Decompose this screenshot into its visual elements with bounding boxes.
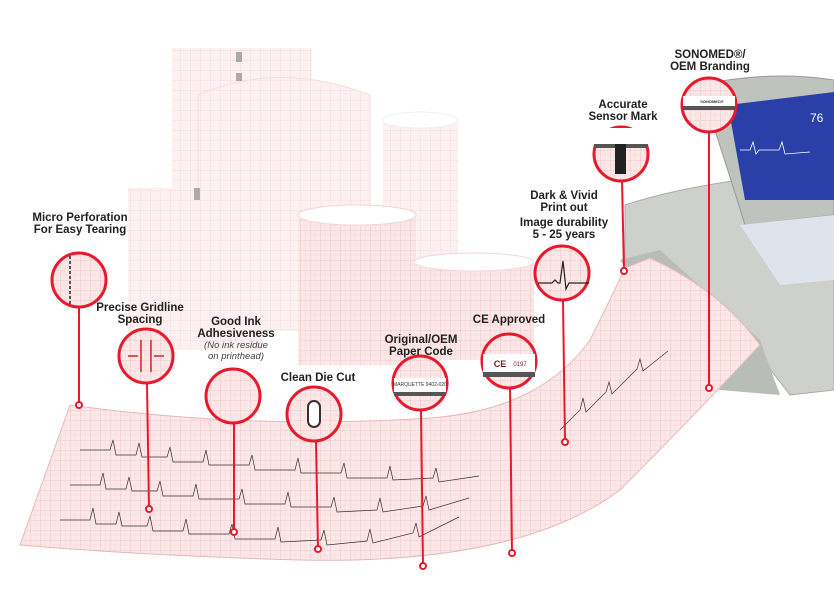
sensor-mark-circle [592, 125, 650, 183]
label-print-durability: Dark & Vivid Print out Image durability … [520, 190, 608, 241]
label-line: Accurate [598, 99, 648, 111]
ce-approved-circle: CE 0197 [480, 332, 538, 390]
label-line: Micro Perforation [32, 212, 128, 224]
label-line: OEM Branding [670, 61, 750, 73]
gridline-spacing-circle [117, 327, 175, 385]
label-line: SONOMED®/ [674, 49, 746, 61]
label-sensor-mark: Accurate Sensor Mark [588, 99, 657, 123]
label-ce-approved: CE Approved [473, 314, 545, 326]
label-micro-perforation: Micro Perforation For Easy Tearing [32, 212, 127, 236]
paper-stacks [128, 48, 535, 365]
paper-code-circle: MARQUETTE 9402-020 [391, 354, 449, 412]
label-paper-code: Original/OEM Paper Code [385, 334, 458, 358]
die-cut-circle [285, 385, 343, 443]
label-line: CE Approved [472, 314, 546, 326]
label-line: Clean Die Cut [280, 372, 356, 384]
label-ink-adhesiveness: Good Ink Adhesiveness (No ink residue on… [197, 316, 274, 362]
micro-perforation-circle [50, 251, 108, 309]
label-line: Original/OEM [384, 334, 458, 346]
label-line: Spacing [117, 314, 163, 326]
label-gridline-spacing: Precise Gridline Spacing [96, 302, 184, 326]
label-subline: (No ink residue [204, 340, 268, 351]
callout-lines [78, 132, 710, 567]
label-die-cut: Clean Die Cut [281, 372, 356, 384]
monitor-screen [728, 92, 834, 200]
label-line: 5 - 25 years [532, 229, 596, 241]
sensor-mark-icon [615, 144, 626, 174]
callout-dots [75, 267, 713, 570]
paper-code-text: MARQUETTE 9402-020 [393, 382, 447, 388]
label-line: Image durability [519, 217, 609, 229]
label-line: Print out [540, 202, 588, 214]
label-line: Precise Gridline [96, 302, 184, 314]
label-line: Dark & Vivid [530, 190, 598, 202]
ecg-wave-icon [538, 260, 589, 292]
branding-text: SONOMED® [700, 99, 724, 104]
branding-circle: SONOMED® [680, 76, 738, 134]
label-branding: SONOMED®/ OEM Branding [670, 49, 750, 73]
ecg-paper-strip [19, 257, 761, 561]
label-line: For Easy Tearing [33, 224, 127, 236]
label-line: Paper Code [389, 346, 453, 358]
monitor-readout: 76 [810, 111, 824, 125]
label-line: Good Ink [211, 316, 261, 328]
ce-number: 0197 [513, 362, 527, 368]
ink-adhesiveness-circle [204, 367, 262, 425]
label-subline: on printhead) [208, 351, 264, 362]
label-line: Adhesiveness [197, 328, 275, 340]
print-durability-circle [533, 244, 591, 302]
label-line: Sensor Mark [588, 111, 658, 123]
ce-mark: CE [494, 359, 507, 369]
